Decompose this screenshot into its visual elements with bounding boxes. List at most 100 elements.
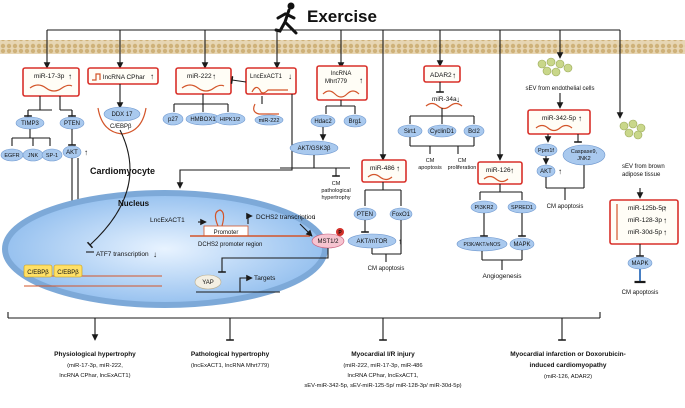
svg-text:↓: ↓ xyxy=(288,72,292,81)
svg-text:↑: ↑ xyxy=(150,72,154,81)
caspase-node xyxy=(562,144,606,166)
svg-text:sEV from endothelial cells: sEV from endothelial cells xyxy=(525,86,594,92)
outcome-bracket xyxy=(7,312,601,319)
svg-text:CM apoptosis: CM apoptosis xyxy=(547,204,584,210)
svg-text:Targets: Targets xyxy=(254,275,276,282)
svg-text:PTEN: PTEN xyxy=(64,121,80,127)
svg-text:Promoter: Promoter xyxy=(214,230,239,236)
svg-text:miR-126: miR-126 xyxy=(486,167,511,174)
svg-text:CM apoptosis: CM apoptosis xyxy=(368,266,405,272)
svg-text:↑: ↑ xyxy=(84,148,88,157)
svg-text:lncRNA CPhar, lncExACT1): lncRNA CPhar, lncExACT1) xyxy=(59,373,130,379)
top-arrows xyxy=(43,30,624,161)
cardiomyocyte-label: Cardiomyocyte xyxy=(90,166,155,176)
svg-text:CM apoptosis: CM apoptosis xyxy=(622,290,659,296)
svg-text:ADAR2: ADAR2 xyxy=(430,72,452,79)
svg-text:miR-34a: miR-34a xyxy=(432,96,457,103)
svg-text:CyclinD1: CyclinD1 xyxy=(430,129,455,135)
svg-text:AKT: AKT xyxy=(540,169,552,175)
svg-text:P: P xyxy=(338,230,342,236)
exercise-title: Exercise xyxy=(307,7,377,26)
svg-text:DDX 17: DDX 17 xyxy=(111,112,133,118)
svg-text:MAPK: MAPK xyxy=(513,242,530,248)
svg-text:EGFR: EGFR xyxy=(4,153,19,159)
svg-text:PI3K/AKT/eNOS: PI3K/AKT/eNOS xyxy=(464,242,502,248)
svg-text:miR-128-3p: miR-128-3p xyxy=(628,217,662,224)
svg-text:sEV from brown: sEV from brown xyxy=(622,164,665,170)
svg-text:JNK: JNK xyxy=(28,153,39,159)
svg-text:miR-125b-5p: miR-125b-5p xyxy=(628,205,666,212)
outcome-2-title: Pathological hypertrophy xyxy=(191,351,270,358)
nucleus xyxy=(2,190,328,308)
svg-text:↑: ↑ xyxy=(510,166,514,175)
hipk-node xyxy=(214,112,246,126)
svg-text:Bcl2: Bcl2 xyxy=(468,129,480,135)
svg-text:(miR-126, ADAR2): (miR-126, ADAR2) xyxy=(544,374,592,380)
svg-text:TIMP3: TIMP3 xyxy=(21,121,39,127)
svg-text:↑: ↑ xyxy=(663,216,667,225)
svg-text:↑: ↑ xyxy=(558,167,562,176)
svg-text:miR-486: miR-486 xyxy=(370,165,395,172)
svg-text:hypertrophy: hypertrophy xyxy=(321,195,350,201)
svg-text:DCHS2 transcription: DCHS2 transcription xyxy=(256,214,316,221)
svg-text:Sirt1: Sirt1 xyxy=(404,129,417,135)
mir-486-box xyxy=(361,159,407,183)
svg-text:(lncExACT1, lncRNA Mhrt779): (lncExACT1, lncRNA Mhrt779) xyxy=(191,363,269,369)
svg-text:C/EBPβ: C/EBPβ xyxy=(27,270,49,276)
phospho-icon xyxy=(336,228,344,236)
cyclind1-node xyxy=(427,124,457,138)
svg-text:Ppm1f: Ppm1f xyxy=(538,148,554,154)
svg-text:↑: ↑ xyxy=(396,164,400,173)
svg-text:(miR-17-3p, miR-222,: (miR-17-3p, miR-222, xyxy=(67,363,123,369)
svg-text:CM: CM xyxy=(458,158,467,164)
cebpb-box-2 xyxy=(53,264,83,278)
mir-17-3p-label: miR-17-3p xyxy=(34,73,65,80)
svg-text:CM: CM xyxy=(426,158,435,164)
svg-text:pathological: pathological xyxy=(321,188,350,194)
svg-text:AKT/GSK3β: AKT/GSK3β xyxy=(298,146,331,152)
brg1-node xyxy=(343,114,367,128)
svg-text:sEV-miR-342-5p, sEV-miR-125-5p: sEV-miR-342-5p, sEV-miR-125-5p/ miR-128-… xyxy=(304,383,461,389)
svg-text:↓: ↓ xyxy=(153,250,157,259)
svg-text:LncExACT1: LncExACT1 xyxy=(250,74,283,80)
svg-text:C/EBPβ: C/EBPβ xyxy=(110,124,132,130)
svg-text:p27: p27 xyxy=(168,117,179,123)
svg-text:↑: ↑ xyxy=(212,72,216,81)
svg-text:adipose tissue: adipose tissue xyxy=(622,172,661,178)
svg-text:AKT: AKT xyxy=(66,150,78,156)
cell-membrane xyxy=(0,40,685,54)
svg-text:apoptosis: apoptosis xyxy=(418,165,442,171)
svg-text:↑: ↑ xyxy=(398,237,402,246)
promoter-rna-icon xyxy=(214,209,225,227)
svg-text:lncRNA CPhar, lncExACT1,: lncRNA CPhar, lncExACT1, xyxy=(348,373,419,379)
svg-text:↑: ↑ xyxy=(452,71,456,80)
nucleus-label: Nucleus xyxy=(118,199,150,208)
svg-text:DCHS2 promoter region: DCHS2 promoter region xyxy=(198,242,262,248)
svg-text:miR-342-5p: miR-342-5p xyxy=(542,115,576,122)
yap-node xyxy=(194,274,222,290)
vesicle-cluster-icon-1 xyxy=(537,57,573,77)
svg-text:miR-222: miR-222 xyxy=(187,73,212,80)
mir-342-5p-box xyxy=(527,109,591,135)
svg-text:CM: CM xyxy=(332,181,341,187)
svg-text:Hdac2: Hdac2 xyxy=(314,119,332,125)
svg-text:PI3KR2: PI3KR2 xyxy=(475,205,494,211)
cebpb-box-1 xyxy=(23,264,53,278)
adar2-box xyxy=(423,65,461,83)
outcome-4-title: Myocardial infarction or Doxorubicin- xyxy=(510,351,626,358)
svg-text:Mhrt779: Mhrt779 xyxy=(325,79,348,85)
svg-text:C/EBPβ: C/EBPβ xyxy=(57,270,79,276)
svg-text:lncRNA CPhar: lncRNA CPhar xyxy=(103,74,146,81)
outcome-1-title: Physiological hypertrophy xyxy=(54,351,136,358)
svg-text:↓: ↓ xyxy=(456,95,460,104)
ddx17-node xyxy=(103,106,141,122)
svg-text:PTEN: PTEN xyxy=(357,212,373,218)
up-arrow-icon: ↑ xyxy=(68,72,72,81)
svg-text:lncRNA: lncRNA xyxy=(331,71,351,77)
svg-text:YAP: YAP xyxy=(202,280,214,286)
svg-text:Angiogenesis: Angiogenesis xyxy=(482,273,522,280)
svg-text:JNK2: JNK2 xyxy=(577,156,590,162)
svg-text:miR-30d-5p: miR-30d-5p xyxy=(628,229,662,236)
